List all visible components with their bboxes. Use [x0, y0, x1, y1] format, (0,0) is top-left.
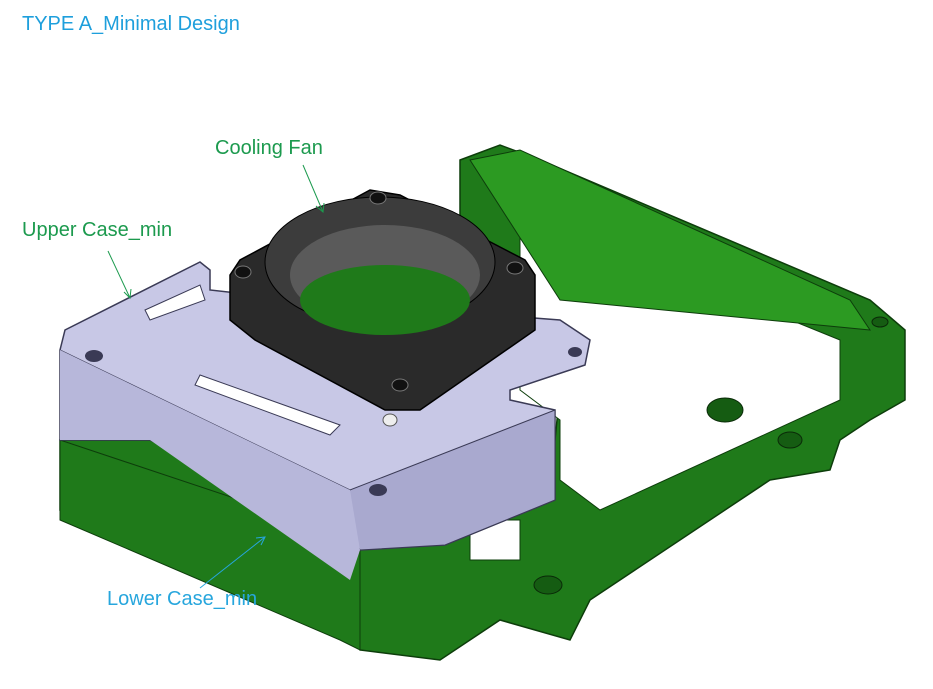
cooling-fan-part: [229, 189, 536, 411]
lower-case-label: Lower Case_min: [107, 588, 258, 610]
upper-case-arrow: [107, 250, 131, 299]
cooling-fan-arrow: [302, 164, 324, 213]
lower-case-part: [59, 144, 906, 661]
lower-case-arrow: [199, 536, 266, 589]
upper-case-label: Upper Case_min: [22, 219, 173, 241]
page-title: TYPE A_Minimal Design: [22, 13, 240, 35]
cooling-fan-label: Cooling Fan: [215, 137, 323, 159]
leader-arrows: [107, 164, 325, 589]
